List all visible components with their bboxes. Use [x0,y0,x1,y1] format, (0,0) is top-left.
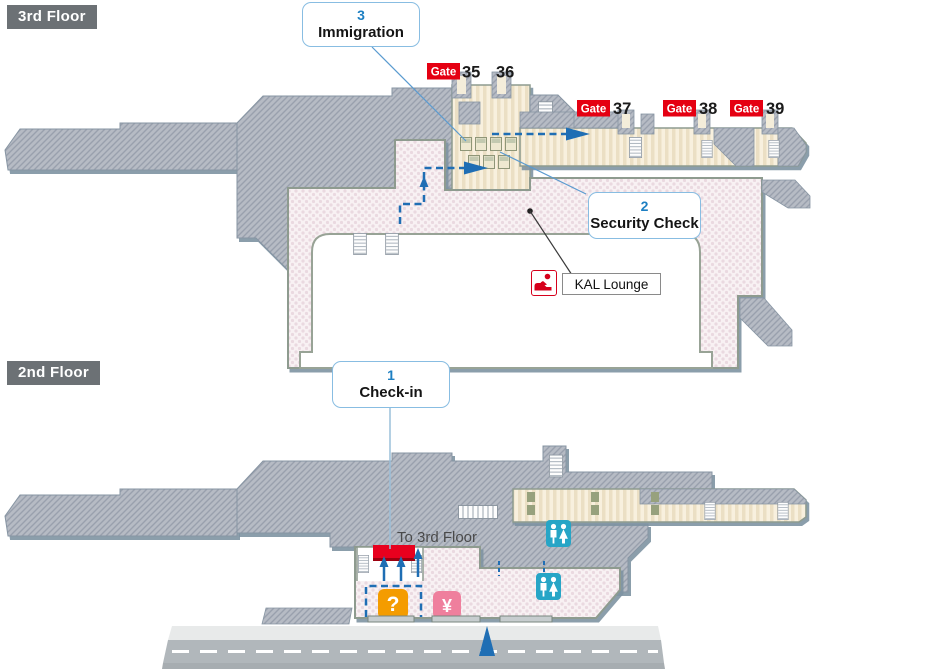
escalator-icon [458,505,498,519]
escalator-icon [385,233,399,255]
check-in-counter-marker [373,545,415,558]
entry-flow-path [364,584,423,617]
flow-arrowhead-right [566,127,590,141]
gate-badge-38: Gate 38 [663,100,717,118]
escalator-icon [777,502,789,520]
third-floor-left-wing [4,122,238,171]
hall-bottom-right-wedge [739,297,793,347]
gate-word: Gate [667,104,693,116]
restroom-icon [546,520,571,547]
escalator-icon [628,137,643,158]
concourse-end-cap [777,127,807,167]
gate-number-39: 39 [766,100,784,118]
second-floor-terminal: To 3rd Floor ? ¥ [4,408,807,669]
gate-35-pier-slot [457,76,466,94]
gate-badge-37: Gate 37 [577,100,631,118]
gate-word-badge [663,100,696,117]
escalator-icon [701,140,713,158]
concourse-gray-chunk [713,127,755,167]
curb-island [261,607,353,625]
gate-word: Gate [581,104,607,116]
check-in-step-number: 1 [387,367,395,384]
gate-39-pier-slot [766,114,774,128]
third-floor-badge: 3rd Floor [7,5,97,29]
security-leader-line [499,151,587,195]
gate-37-pier-b [640,113,655,135]
flow-arrowhead-right [464,161,488,175]
immigration-label: Immigration [318,23,404,41]
check-in-callout: 1 Check-in [332,361,450,408]
gate-word-badge [427,63,460,80]
access-road [162,626,665,669]
gate-number-38: 38 [699,100,717,118]
gate-37-pier-slot [622,114,630,128]
svg-text:¥: ¥ [442,596,452,616]
gate-word: Gate [734,104,760,116]
immigration-step-number: 3 [357,7,365,24]
concourse-booths [527,492,659,515]
block-interior [458,101,481,125]
flow-path-to-security [398,166,464,224]
gate-number-36: 36 [496,64,514,82]
gate-word-badge [730,100,763,117]
gate-38-pier-slot [698,114,706,128]
escalator-icon [353,233,367,255]
door-marks [498,561,545,576]
gate-word: Gate [431,67,457,79]
escalator-icon [704,502,716,520]
information-icon: ? [378,589,408,619]
gate-36-pier-slot [497,76,506,94]
gate-number-37: 37 [613,100,631,118]
kal-lounge-icon [531,270,557,296]
escalator-icon [768,140,780,158]
gate-number-35: 35 [462,64,480,82]
gate-badge-39: Gate 39 [730,100,784,118]
kal-lounge-leader-line [529,210,573,276]
escalator-icon [358,554,369,574]
security-check-callout: 2 Security Check [588,192,701,239]
immigration-callout: 3 Immigration [302,2,420,47]
second-floor-left-wing [4,488,238,537]
hall-right-wedge [761,179,811,209]
flow-arrowhead-up [419,176,429,187]
kal-lounge-label: KAL Lounge [562,273,661,295]
curb-strips [367,615,553,623]
concourse-roof-band [639,488,807,505]
entrance-arrow [479,626,495,656]
check-in-label: Check-in [359,383,423,401]
second-floor-badge: 2nd Floor [7,361,101,385]
gate-badge-35-36: Gate 35 36 [427,63,514,82]
security-step-number: 2 [640,198,649,215]
up-arrowheads [379,548,423,567]
to-3rd-floor-label: To 3rd Floor [397,529,477,546]
svg-text:?: ? [387,593,400,616]
gate-word-badge [577,100,610,117]
up-arrows [382,558,420,581]
security-label: Security Check [590,214,699,232]
currency-exchange-icon: ¥ [433,591,461,619]
escalator-icon [549,454,563,478]
third-floor-terminal: Gate 35 36 Gate 37 Gate 38 Gate 39 [4,46,811,369]
immigration-leader-line [371,46,467,142]
restroom-icon [536,573,561,600]
lounge-chair-icon [534,273,552,291]
